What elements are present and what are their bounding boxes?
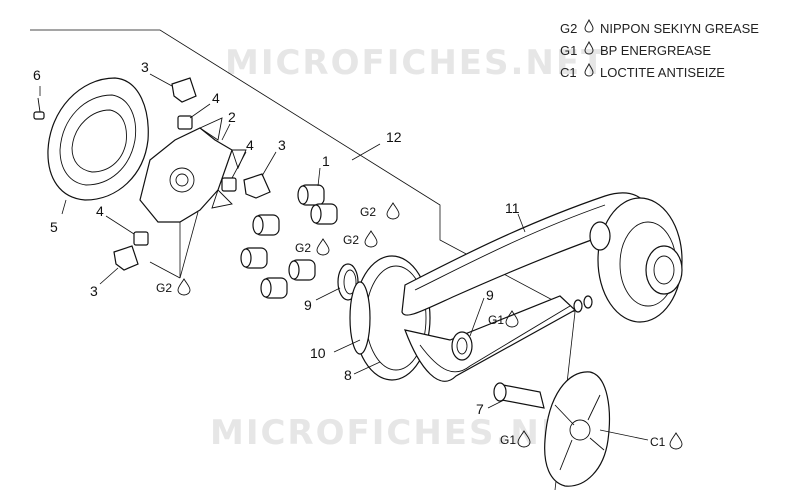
lube-code: G1 xyxy=(488,313,504,327)
lube-mark-g2-ramp: G2 xyxy=(156,278,191,296)
drop-icon xyxy=(505,310,519,328)
drop-icon xyxy=(669,432,683,450)
callout-3-mid: 3 xyxy=(278,137,286,153)
callout-4-top: 4 xyxy=(212,90,220,106)
callout-10: 10 xyxy=(310,345,326,361)
lube-mark-g1-fan: G1 xyxy=(500,430,531,448)
part-3-slider-top xyxy=(171,77,197,103)
assembly-outline-line xyxy=(30,29,576,490)
callout-9-right: 9 xyxy=(486,287,494,303)
lube-code: G2 xyxy=(360,205,376,219)
callout-7: 7 xyxy=(476,401,484,417)
callout-4-low: 4 xyxy=(96,203,104,219)
legend-code: G2 xyxy=(560,21,578,36)
legend-row-c1: C1 LOCTITE ANTISEIZE xyxy=(560,62,759,84)
lube-mark-g1-washer: G1 xyxy=(488,310,519,328)
lube-mark-g2-pulley: G2 xyxy=(360,202,400,220)
callout-5: 5 xyxy=(50,219,58,235)
legend-text: BP ENERGREASE xyxy=(600,43,712,58)
watermark-top: MICROFICHES.NET xyxy=(225,43,606,83)
part-2-ramp-plate xyxy=(139,117,247,223)
watermark-bottom: MICROFICHES.NET xyxy=(210,413,591,453)
callout-3-low: 3 xyxy=(90,283,98,299)
part-3-slider-mid xyxy=(243,173,271,199)
lube-code: G2 xyxy=(343,233,359,247)
callout-4-mid: 4 xyxy=(246,137,254,153)
lube-code: C1 xyxy=(650,435,666,449)
lube-code: G2 xyxy=(156,281,172,295)
part-8-drive-pulley xyxy=(349,255,431,381)
callout-3-top: 3 xyxy=(141,59,149,75)
callout-8: 8 xyxy=(344,367,352,383)
callout-12: 12 xyxy=(386,129,402,145)
drop-icon xyxy=(517,430,531,448)
legend-text: NIPPON SEKIYN GREASE xyxy=(600,21,759,36)
part-4-guide-top xyxy=(177,115,193,130)
drop-icon xyxy=(582,40,596,62)
callout-6: 6 xyxy=(33,67,41,83)
legend-text: LOCTITE ANTISEIZE xyxy=(600,65,725,80)
fan-pulley xyxy=(544,371,610,487)
part-4-guide-mid xyxy=(221,177,237,192)
part-4-guide-low xyxy=(133,231,149,246)
part-3-slider-low xyxy=(113,245,139,271)
drop-icon xyxy=(582,62,596,84)
driven-pulley xyxy=(597,197,683,323)
drop-icon xyxy=(364,230,378,248)
legend-code: G1 xyxy=(560,43,578,58)
legend-code: C1 xyxy=(560,65,577,80)
leader-lines xyxy=(39,73,526,409)
lube-mark-g2-rollers: G2 xyxy=(295,238,330,256)
callout-1: 1 xyxy=(322,153,330,169)
drop-icon xyxy=(177,278,191,296)
callout-11: 11 xyxy=(505,200,520,216)
part-11-belt xyxy=(401,192,651,382)
lube-mark-g2-washer: G2 xyxy=(343,230,378,248)
lube-code: G2 xyxy=(295,241,311,255)
drop-icon xyxy=(316,238,330,256)
callout-2: 2 xyxy=(228,109,236,125)
drop-icon xyxy=(386,202,400,220)
part-5-cover-plate xyxy=(47,77,149,201)
lube-mark-c1-fan: C1 xyxy=(599,429,683,450)
callout-9-left: 9 xyxy=(304,297,312,313)
part-7-bushing xyxy=(493,382,545,409)
legend-row-g2: G2 NIPPON SEKIYN GREASE xyxy=(560,18,759,40)
legend-row-g1: G1 BP ENERGREASE xyxy=(560,40,759,62)
drop-icon xyxy=(582,18,596,40)
part-6-screw xyxy=(33,97,45,120)
lube-code: G1 xyxy=(500,433,516,447)
lubricant-legend: G2 NIPPON SEKIYN GREASE G1 BP ENERGREASE… xyxy=(560,18,759,84)
part-1-rollers xyxy=(240,184,338,299)
small-spacer xyxy=(573,295,593,313)
sleeve-upper xyxy=(589,221,611,251)
part-9-washer-right xyxy=(451,331,473,361)
